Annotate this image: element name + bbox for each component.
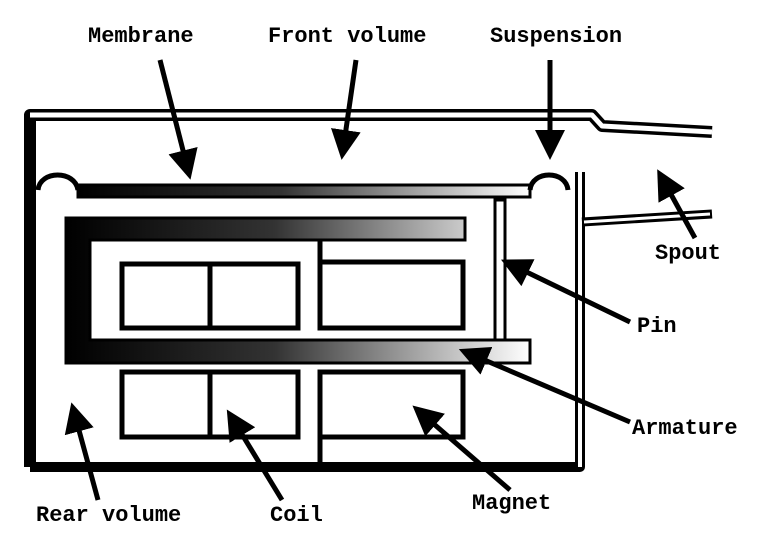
membrane-arrow: [157, 59, 198, 180]
label-pin: Pin: [637, 314, 677, 339]
membrane-shape: [35, 172, 571, 199]
pin-shape: [493, 198, 507, 345]
front-volume-arrow: [331, 59, 361, 160]
housing: [24, 109, 713, 472]
label-spout: Spout: [655, 241, 722, 266]
coil-arrow: [226, 409, 285, 502]
rear-volume-arrow: [64, 402, 101, 501]
label-rear-volume: Rear volume: [36, 503, 182, 528]
label-coil: Coil: [270, 503, 323, 528]
coil-and-magnet: [119, 240, 466, 462]
label-magnet: Magnet: [472, 491, 552, 516]
magnet-arrow: [412, 405, 512, 492]
spout-arrow: [657, 169, 698, 240]
armature-arrow: [458, 347, 631, 425]
pin-arrow: [500, 259, 632, 325]
label-armature: Armature: [632, 416, 738, 441]
label-front-volume: Front volume: [268, 24, 427, 49]
label-membrane: Membrane: [88, 24, 194, 49]
label-suspension: Suspension: [490, 24, 623, 49]
arrows: [64, 59, 698, 502]
